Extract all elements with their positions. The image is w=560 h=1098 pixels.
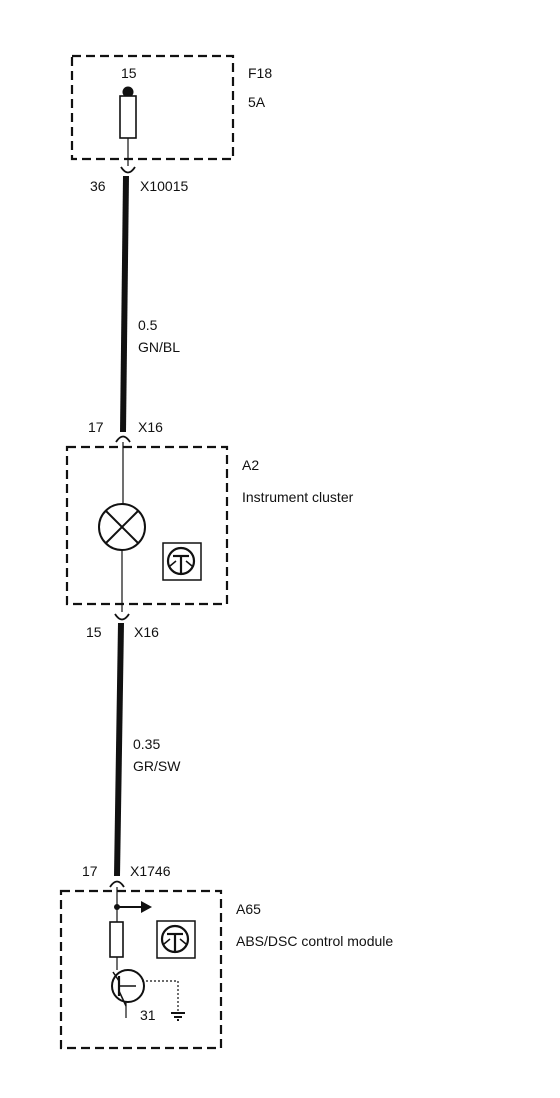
ground-pin-label: 31	[140, 1007, 156, 1023]
connector-x10015-name: X10015	[140, 178, 188, 194]
module-a65-id: A65	[236, 901, 261, 917]
module-a2-name: Instrument cluster	[242, 489, 354, 505]
fuse-name: F18	[248, 65, 272, 81]
fuse-pin-label: 15	[121, 65, 137, 81]
wire-gn-bl-color: GN/BL	[138, 339, 180, 355]
resistor-icon	[109, 921, 124, 958]
transistor-icon	[111, 969, 145, 1007]
wire-gn-bl-line	[120, 175, 129, 433]
wire-gr-sw-line	[114, 622, 124, 877]
module-a2-outline	[65, 445, 229, 606]
connector-x16-in: 17 X16	[88, 419, 163, 443]
connector-x1746-pin: 17	[82, 863, 98, 879]
connector-x1746-name: X1746	[130, 863, 171, 879]
module-a65: A65 ABS/DSC control module 31	[59, 887, 393, 1050]
electronics-symbol-icon	[156, 920, 196, 959]
connector-x16-out-icon	[114, 613, 130, 621]
module-a2-id: A2	[242, 457, 259, 473]
connector-x10015: 36 X10015	[90, 166, 188, 194]
connector-x16-in-icon	[115, 435, 131, 443]
module-a65-outline	[59, 889, 223, 1050]
ground-icon	[142, 980, 185, 1021]
connector-x1746-icon	[109, 880, 125, 888]
indicator-lamp-icon	[98, 503, 146, 551]
signal-arrow-icon	[117, 901, 152, 913]
fuse-box-outline	[70, 54, 235, 161]
fuse-f18: 15 F18 5A	[70, 54, 272, 166]
connector-x16-out: 15 X16	[86, 613, 159, 640]
electronics-symbol-icon	[162, 542, 202, 581]
connector-x16-out-pin: 15	[86, 624, 102, 640]
wire-gr-sw: 0.35 GR/SW	[114, 622, 181, 877]
fuse-rating: 5A	[248, 94, 266, 110]
wire-gn-bl: 0.5 GN/BL	[120, 175, 180, 433]
module-a2: A2 Instrument cluster	[65, 442, 354, 612]
connector-x1746: 17 X1746	[82, 863, 171, 888]
module-a65-name: ABS/DSC control module	[236, 933, 393, 949]
connector-x16-in-name: X16	[138, 419, 163, 435]
connector-x16-in-pin: 17	[88, 419, 104, 435]
wire-gn-bl-size: 0.5	[138, 317, 158, 333]
wire-gr-sw-color: GR/SW	[133, 758, 181, 774]
fuse-icon	[119, 95, 137, 139]
wire-gr-sw-size: 0.35	[133, 736, 160, 752]
connector-x16-out-name: X16	[134, 624, 159, 640]
connector-x10015-pin: 36	[90, 178, 106, 194]
connector-x10015-icon	[120, 166, 136, 174]
fuse-terminal-dot	[122, 86, 134, 98]
